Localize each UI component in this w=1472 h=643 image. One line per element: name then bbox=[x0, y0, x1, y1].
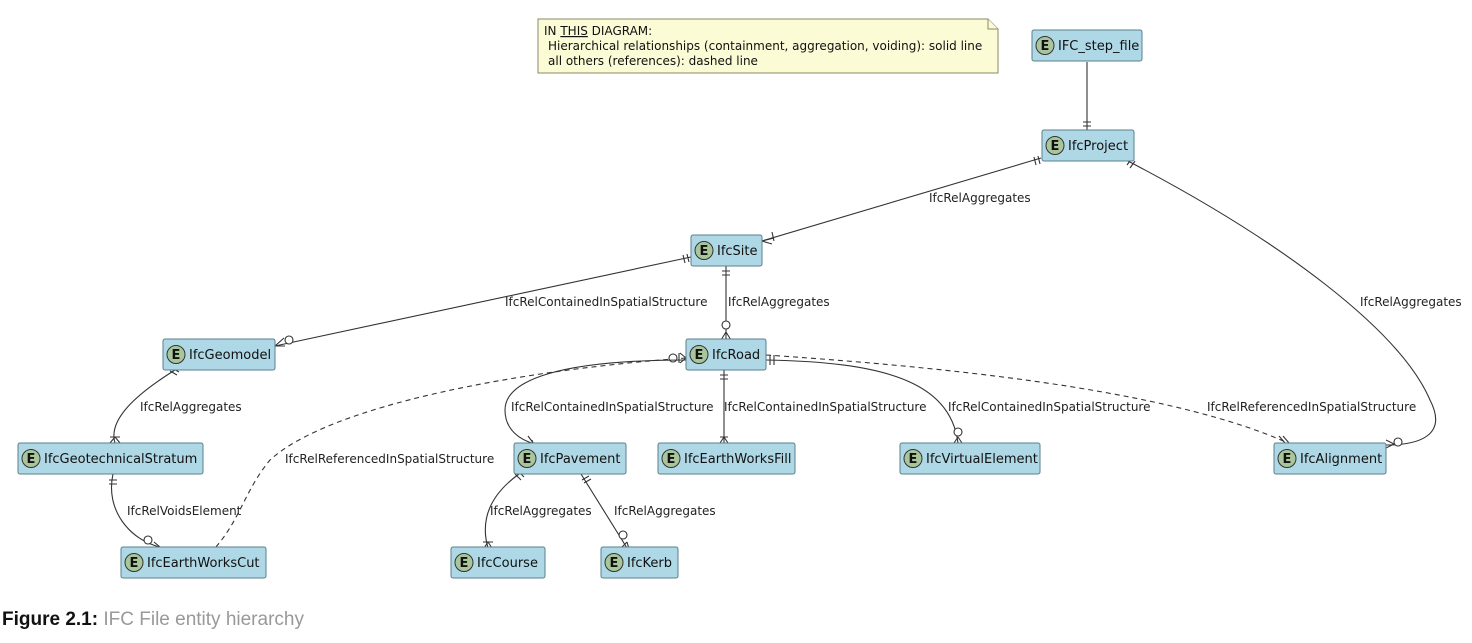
note-line-dashed: all others (references): dashed line bbox=[548, 54, 758, 68]
entity-kerb[interactable]: E IfcKerb bbox=[600, 546, 679, 579]
entity-virtual-element[interactable]: E IfcVirtualElement bbox=[899, 442, 1041, 475]
label-site-road: IfcRelAggregates bbox=[728, 295, 830, 309]
label-pavement-course: IfcRelAggregates bbox=[490, 504, 592, 518]
entity-icon: E bbox=[27, 452, 36, 467]
entity-relationship-diagram: IN THIS DIAGRAM: Hierarchical relationsh… bbox=[17, 18, 1462, 579]
entity-name: IfcRoad bbox=[712, 348, 760, 363]
entity-earthworks-fill[interactable]: E IfcEarthWorksFill bbox=[657, 442, 796, 475]
edge-site-geomodel bbox=[274, 256, 692, 347]
note-title: IN THIS DIAGRAM: bbox=[544, 24, 652, 38]
entity-name: IfcCourse bbox=[477, 556, 538, 571]
entity-name: IfcEarthWorksCut bbox=[147, 556, 260, 571]
entity-icon: E bbox=[460, 556, 469, 571]
edge-geomodel-stratum bbox=[113, 369, 176, 444]
label-road-pavement: IfcRelContainedInSpatialStructure bbox=[511, 400, 713, 414]
entity-geomodel[interactable]: E IfcGeomodel bbox=[162, 338, 276, 371]
entity-name: IfcGeotechnicalStratum bbox=[44, 452, 197, 467]
edge-stratum-cut bbox=[111, 473, 161, 548]
entity-name: IfcEarthWorksFill bbox=[684, 452, 791, 467]
caption-label: Figure 2.1: bbox=[2, 609, 99, 630]
entity-icon: E bbox=[610, 556, 619, 571]
label-road-alignment: IfcRelReferencedInSpatialStructure bbox=[1207, 400, 1416, 414]
label-pavement-kerb: IfcRelAggregates bbox=[614, 504, 716, 518]
edge-road-virtual bbox=[765, 359, 959, 444]
entity-icon: E bbox=[1051, 139, 1060, 154]
entity-step-file[interactable]: E IFC_step_file bbox=[1031, 29, 1143, 62]
entity-icon: E bbox=[172, 348, 181, 363]
entity-name: IfcAlignment bbox=[1300, 452, 1382, 467]
entity-alignment[interactable]: E IfcAlignment bbox=[1273, 442, 1387, 475]
edge-project-alignment bbox=[1125, 159, 1437, 446]
label-geomodel-stratum: IfcRelAggregates bbox=[140, 400, 242, 414]
entity-icon: E bbox=[909, 452, 918, 467]
entity-icon: E bbox=[695, 348, 704, 363]
entity-name: IfcVirtualElement bbox=[926, 452, 1038, 467]
label-road-virtual: IfcRelContainedInSpatialStructure bbox=[948, 400, 1150, 414]
edge-pavement-course bbox=[484, 473, 520, 549]
label-project-alignment: IfcRelAggregates bbox=[1360, 295, 1462, 309]
caption-text: IFC File entity hierarchy bbox=[103, 609, 304, 630]
entity-icon: E bbox=[523, 452, 532, 467]
entity-pavement[interactable]: E IfcPavement bbox=[513, 442, 627, 475]
legend-note: IN THIS DIAGRAM: Hierarchical relationsh… bbox=[537, 18, 999, 74]
label-stratum-cut: IfcRelVoidsElement bbox=[127, 504, 242, 518]
entity-name: IFC_step_file bbox=[1058, 39, 1139, 54]
relationship-lines: IfcRelAggregates IfcRelAggregates IfcRel… bbox=[109, 62, 1462, 551]
entity-earthworks-cut[interactable]: E IfcEarthWorksCut bbox=[120, 546, 267, 579]
entity-name: IfcProject bbox=[1068, 139, 1128, 154]
label-project-site: IfcRelAggregates bbox=[929, 191, 1031, 205]
entity-icon: E bbox=[1283, 452, 1292, 467]
entity-course[interactable]: E IfcCourse bbox=[450, 546, 546, 579]
label-road-fill: IfcRelContainedInSpatialStructure bbox=[724, 400, 926, 414]
entity-icon: E bbox=[130, 556, 139, 571]
entity-name: IfcPavement bbox=[540, 452, 620, 467]
edge-project-site bbox=[761, 157, 1042, 242]
edge-road-cut bbox=[214, 357, 687, 549]
entity-site[interactable]: E IfcSite bbox=[690, 234, 763, 267]
entity-icon: E bbox=[667, 452, 676, 467]
entity-icon: E bbox=[1041, 39, 1050, 54]
note-line-solid: Hierarchical relationships (containment,… bbox=[548, 39, 982, 53]
entity-name: IfcGeomodel bbox=[189, 348, 271, 363]
entity-name: IfcSite bbox=[717, 244, 758, 259]
entity-name: IfcKerb bbox=[627, 556, 672, 571]
entity-road[interactable]: E IfcRoad bbox=[685, 338, 767, 371]
edge-road-pavement bbox=[504, 359, 687, 445]
label-road-cut: IfcRelReferencedInSpatialStructure bbox=[285, 452, 494, 466]
figure-caption: Figure 2.1: IFC File entity hierarchy bbox=[2, 609, 304, 631]
label-site-geomodel: IfcRelContainedInSpatialStructure bbox=[505, 295, 707, 309]
entity-geotechnical-stratum[interactable]: E IfcGeotechnicalStratum bbox=[17, 442, 204, 475]
entity-icon: E bbox=[700, 244, 709, 259]
edge-road-alignment bbox=[765, 354, 1289, 444]
entity-project[interactable]: E IfcProject bbox=[1041, 129, 1135, 162]
